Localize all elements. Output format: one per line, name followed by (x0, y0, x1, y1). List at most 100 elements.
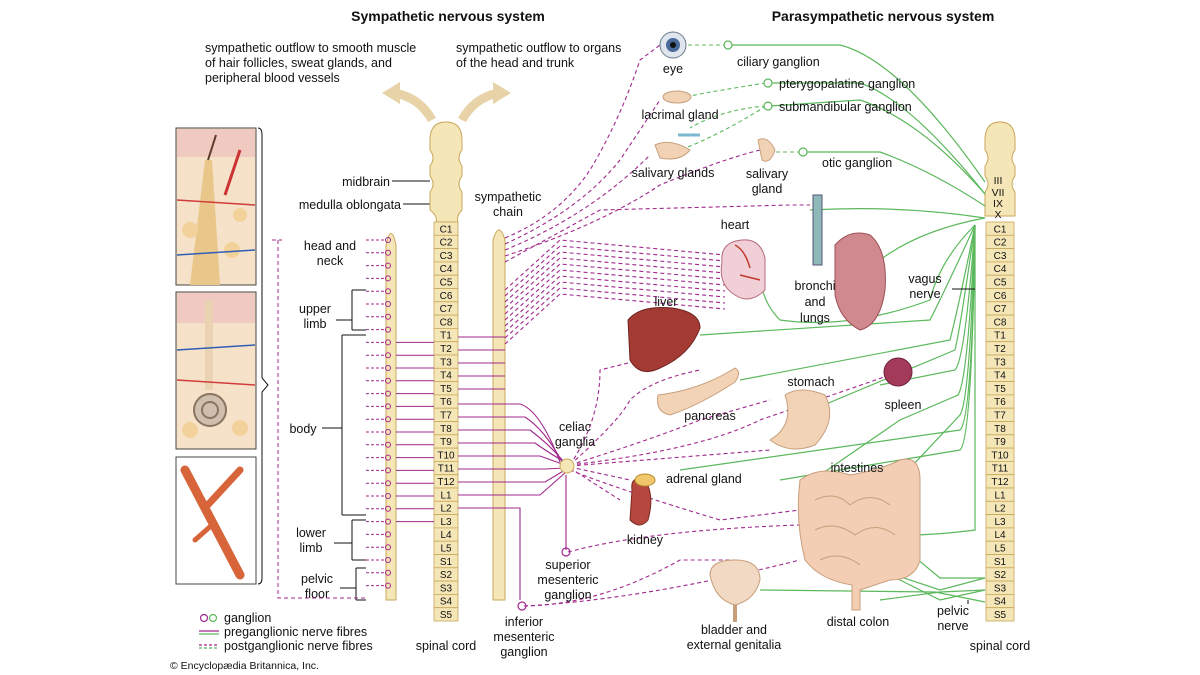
label-head-neck-1: head and (304, 239, 356, 253)
right-cord-segment-label: C2 (994, 238, 1007, 249)
label-adrenal-gland: adrenal gland (666, 472, 742, 486)
left-cord-segment-label: T9 (440, 437, 452, 448)
peripheral-ganglion-dot (385, 582, 391, 589)
parasympathetic-postganglionic-fibres (679, 44, 801, 153)
right-cord-segment-label: S3 (994, 583, 1007, 594)
right-cord-segment-label: S2 (994, 570, 1007, 581)
left-cord-segment-label: C5 (440, 278, 453, 289)
left-cord-segment-label: C2 (440, 238, 453, 249)
label-pelvic-floor-1: pelvic (301, 572, 333, 586)
peripheral-ganglion-dot (385, 237, 391, 243)
label-bladder-2: external genitalia (687, 638, 782, 652)
right-cord-segment-label: T12 (991, 477, 1009, 488)
liver-illustration (627, 307, 701, 373)
label-sympathetic-chain-2: chain (493, 205, 523, 219)
cranial-nerve-X: X (994, 209, 1001, 221)
peripheral-ganglion-dot (385, 531, 391, 538)
heart-fibre-line (504, 239, 726, 291)
pancreas-illustration (657, 367, 739, 416)
left-cord-segment-box (433, 607, 459, 622)
label-salivary-glands: salivary glands (632, 166, 715, 180)
label-upper-limb-1: upper (299, 302, 331, 316)
peripheral-ganglion-dot (385, 390, 391, 397)
cranial-nerve-III: III (994, 175, 1003, 187)
superior-mesenteric-ganglion (561, 547, 571, 557)
right-brainstem (984, 121, 1016, 217)
parasympathetic-ganglia (723, 40, 808, 157)
peripheral-ganglion-dot (385, 467, 391, 474)
left-cord-segment-label: S2 (440, 570, 453, 581)
lungs-illustration (812, 194, 886, 331)
label-bronchi-1: bronchi (795, 279, 836, 293)
left-cord-segment-label: C1 (440, 224, 453, 235)
note-outflow-smooth-1: sympathetic outflow to smooth muscle (205, 41, 416, 55)
lacrimal-gland-illustration (662, 90, 692, 104)
label-otic-ganglion: otic ganglion (822, 156, 892, 170)
note-outflow-smooth-3: peripheral blood vessels (205, 71, 340, 85)
otic-ganglion-dot (798, 147, 808, 157)
label-inferior-mesenteric-3: ganglion (500, 645, 547, 659)
cranial-nerve-VII: VII (992, 187, 1005, 199)
label-spinal-cord-left: spinal cord (416, 639, 476, 653)
label-medulla: medulla oblongata (299, 198, 401, 212)
peripheral-ganglion-dot (385, 249, 391, 256)
heart-fibre-line (504, 287, 726, 339)
left-cord-segment-label: L5 (440, 544, 452, 555)
skin-panel-sweat-gland (175, 291, 257, 450)
label-inferior-mesenteric-1: inferior (505, 615, 543, 629)
salivary-gland-illustration (757, 138, 776, 162)
label-midbrain: midbrain (342, 175, 390, 189)
right-spinal-cord: C1C2C3C4C5C6C7C8T1T2T3T4T5T6T7T8T9T10T11… (985, 221, 1015, 622)
peripheral-ganglion-dot (385, 377, 391, 384)
peripheral-ganglion-dot (385, 301, 391, 307)
outflow-arrow-right (458, 88, 500, 123)
right-cord-segment-label: C8 (994, 317, 1007, 328)
peripheral-ganglion-column (385, 233, 397, 601)
left-cord-segment-label: T2 (440, 344, 452, 355)
left-cord-segment-label: T1 (440, 331, 452, 342)
right-cord-segment-label: T3 (994, 357, 1006, 368)
label-superior-mesenteric-2: mesenteric (537, 573, 598, 587)
skin-panel-blood-vessel (175, 456, 257, 585)
peripheral-ganglion-dot (385, 403, 391, 410)
right-cord-segment-label: C6 (994, 291, 1007, 302)
left-cord-segment-label: T4 (440, 371, 452, 382)
label-celiac-1: celiac (559, 420, 591, 434)
right-cord-segment-label: L5 (994, 544, 1006, 555)
peripheral-ganglion-dot (385, 416, 391, 423)
left-cord-segment-label: C8 (440, 317, 453, 328)
right-cord-segment-label: T8 (994, 424, 1006, 435)
left-cord-segment-label: C6 (440, 291, 453, 302)
label-liver: liver (655, 295, 678, 309)
right-cord-segment-label: T4 (994, 371, 1006, 382)
sympathetic-abdominal-fibres (523, 359, 891, 607)
heart-fibre-line (504, 257, 726, 309)
right-cord-segment-label: T1 (994, 331, 1006, 342)
peripheral-postganglionic-line (272, 239, 366, 599)
left-cord-segment-label: T8 (440, 424, 452, 435)
left-cord-segment-label: T6 (440, 397, 452, 408)
peripheral-ganglion-dot (385, 544, 391, 551)
legend-ganglion-sympathetic-icon (199, 613, 209, 623)
heart-illustration (720, 239, 766, 300)
left-spinal-cord: C1C2C3C4C5C6C7C8T1T2T3T4T5T6T7T8T9T10T11… (433, 221, 459, 622)
right-cord-segment-label: S1 (994, 557, 1007, 568)
label-pancreas: pancreas (684, 409, 735, 423)
inferior-mesenteric-ganglion (517, 601, 527, 611)
label-pelvic-floor-2: floor (305, 587, 329, 601)
left-cord-segment-label: T10 (437, 450, 455, 461)
peripheral-ganglion-dot (385, 454, 391, 461)
outflow-arrowhead-left (382, 82, 400, 104)
label-superior-mesenteric-3: ganglion (544, 588, 591, 602)
right-cord-segment-label: T7 (994, 411, 1006, 422)
right-cord-segment-label: S4 (994, 597, 1007, 608)
label-vagus-1: vagus (908, 272, 941, 286)
heart-fibre-line (504, 245, 726, 297)
label-ciliary-ganglion: ciliary ganglion (737, 55, 820, 69)
label-inferior-mesenteric-2: mesenteric (493, 630, 554, 644)
heart-fibre-line (504, 281, 726, 333)
peripheral-ganglion-dot (385, 441, 391, 448)
ciliary-ganglion-dot (723, 40, 733, 50)
note-outflow-organs-2: of the head and trunk (456, 56, 575, 70)
